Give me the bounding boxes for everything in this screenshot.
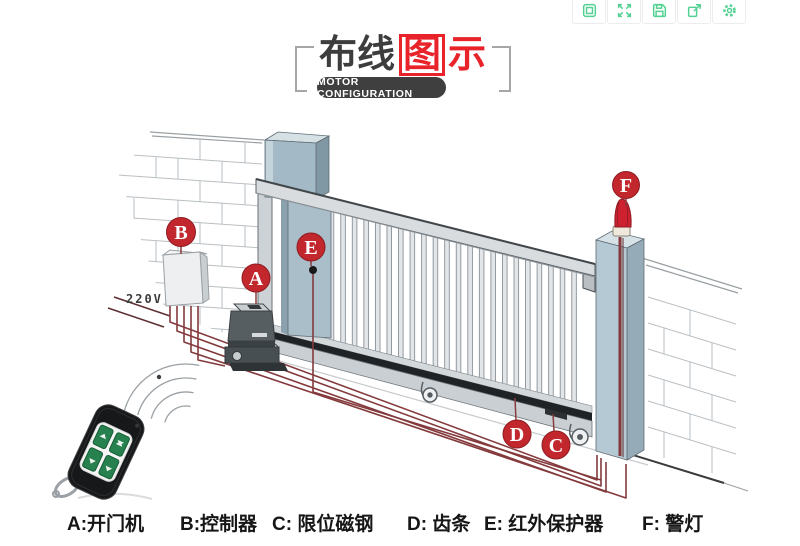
label-c: C bbox=[541, 430, 571, 460]
fullscreen-button[interactable] bbox=[607, 0, 641, 24]
svg-text:E: E bbox=[304, 237, 317, 259]
label-a: A bbox=[241, 263, 271, 293]
svg-text:C: C bbox=[549, 435, 563, 457]
wire-4 bbox=[190, 306, 627, 499]
alarm-lamp bbox=[612, 198, 632, 237]
voltage-label: 220V bbox=[126, 292, 163, 306]
ground-track-line bbox=[264, 356, 649, 466]
legend-item-rack: D: 齿条 bbox=[407, 514, 471, 535]
subtitle-text: MOTOR CONFIGURATION bbox=[317, 75, 413, 100]
svg-text:B: B bbox=[174, 222, 187, 244]
legend-item-infrared: E: 红外保护器 bbox=[484, 514, 604, 535]
label-d: D bbox=[502, 419, 532, 449]
infrared-sensor bbox=[309, 266, 317, 274]
title-block: 布线图示 MOTOR CONFIGURATION bbox=[0, 0, 800, 110]
page-title: 布线图示 bbox=[319, 33, 486, 77]
legend-item-controller: B:控制器 bbox=[180, 514, 258, 535]
limit-magnet bbox=[545, 408, 567, 420]
remote-buttons[interactable] bbox=[82, 424, 130, 480]
save-button[interactable] bbox=[642, 0, 676, 24]
right-brick-wall bbox=[619, 257, 749, 492]
sliding-gate bbox=[257, 190, 649, 466]
settings-gear-icon bbox=[721, 2, 738, 19]
motor-release-knob bbox=[232, 351, 242, 361]
control-box bbox=[161, 249, 210, 307]
gate-top-rail bbox=[255, 178, 596, 278]
fullscreen-expand-icon bbox=[616, 2, 633, 19]
motor-feed-wire bbox=[197, 306, 226, 367]
sensor-wire bbox=[312, 274, 602, 481]
label-leaders bbox=[180, 199, 627, 432]
window-icon bbox=[581, 2, 598, 19]
label-e: E bbox=[296, 232, 326, 262]
label-f: F bbox=[612, 171, 640, 199]
settings-button[interactable] bbox=[712, 0, 746, 24]
window-button[interactable] bbox=[572, 0, 606, 24]
title-dark-text: 布线 bbox=[319, 34, 396, 76]
gate-motor bbox=[224, 303, 288, 371]
title-bracket-left-foot bbox=[295, 77, 307, 92]
wiring bbox=[107, 274, 627, 499]
gear-rack bbox=[262, 329, 592, 421]
svg-text:F: F bbox=[620, 175, 632, 197]
label-badges: A B C D E F bbox=[166, 171, 640, 460]
wireless-signal bbox=[123, 363, 200, 423]
title-boxed-char: 图 bbox=[399, 34, 446, 76]
legend-item-limit-magnet: C: 限位磁钢 bbox=[272, 514, 374, 535]
wire-2 bbox=[176, 306, 602, 487]
share-export-icon bbox=[686, 2, 703, 19]
guide-pillar bbox=[263, 131, 332, 339]
title-red-char: 示 bbox=[448, 34, 487, 76]
title-bracket-left bbox=[295, 46, 314, 79]
remote-control bbox=[52, 404, 153, 500]
title-bracket-right bbox=[492, 46, 511, 79]
motor-body bbox=[227, 310, 276, 342]
right-pillar bbox=[594, 230, 646, 461]
image-viewer-toolbar bbox=[572, 0, 746, 24]
title-bracket-right-foot bbox=[499, 77, 511, 92]
legend-item-alarm-light: F: 警灯 bbox=[642, 514, 704, 535]
title-subtitle-pill: MOTOR CONFIGURATION bbox=[317, 75, 446, 100]
save-icon bbox=[651, 2, 668, 19]
share-button[interactable] bbox=[677, 0, 711, 24]
svg-text:D: D bbox=[510, 424, 524, 446]
wire-1 bbox=[169, 306, 598, 481]
svg-text:A: A bbox=[249, 268, 264, 290]
legend-item-opener: A:开门机 bbox=[67, 514, 145, 535]
label-b: B bbox=[166, 217, 196, 247]
motor-base-plate bbox=[229, 363, 288, 371]
